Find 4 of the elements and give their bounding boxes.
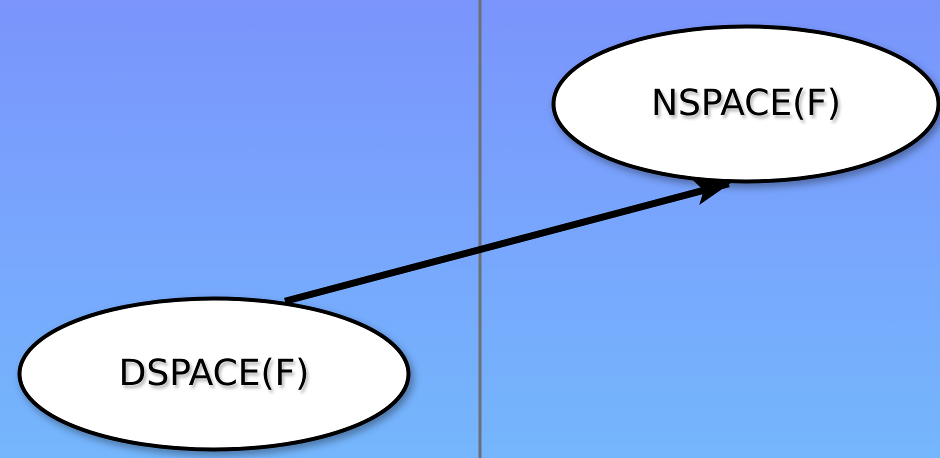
ellipse-node <box>17 296 411 452</box>
arrow <box>284 180 731 305</box>
node-label: DSPACE(F) <box>118 352 310 396</box>
node-label: NSPACE(F) <box>651 82 841 126</box>
